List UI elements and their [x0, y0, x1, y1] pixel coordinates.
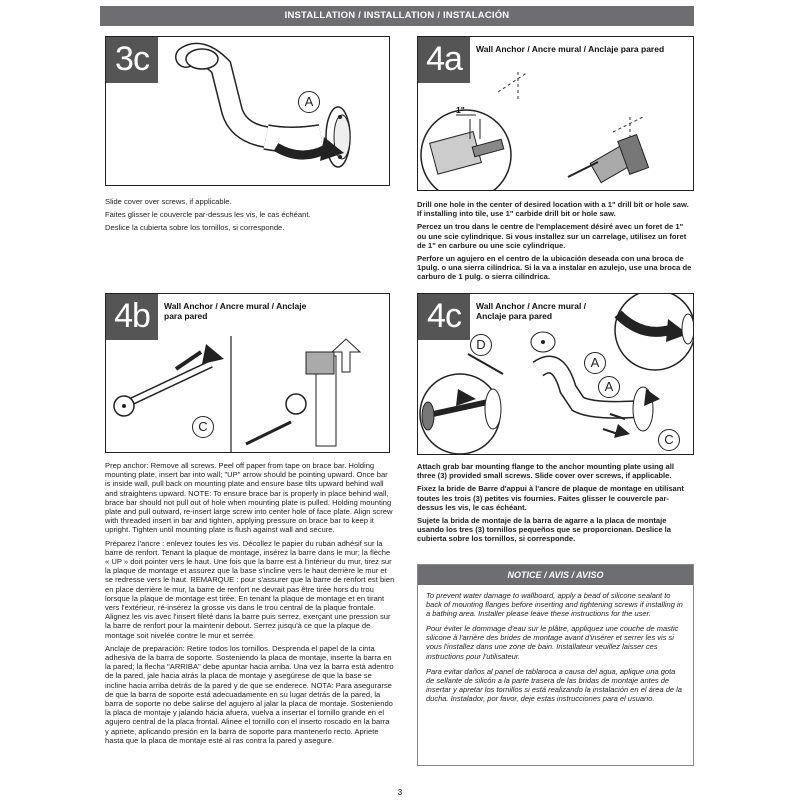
step-4c-text-fr: Fixez la bride de Barre d'appui à l'ancr…	[417, 484, 684, 512]
step-4b-badge: 4b	[106, 294, 158, 340]
step-3c-text-fr: Faites glisser le couvercle par-dessus l…	[105, 210, 311, 220]
notice-title: NOTICE / AVIS / AVISO	[418, 565, 693, 585]
step-4b-text-es: Anclaje de preparación: Retire todos los…	[105, 643, 394, 745]
step-4c-badge: 4c	[418, 294, 470, 340]
step-4a-illustration-panel: 4a Wall Anchor / Ancre mural / Anclaje p…	[417, 36, 694, 191]
notice-body: To prevent water damage to wallboard, ap…	[418, 585, 693, 703]
step-4c-text: Attach grab bar mounting flange to the a…	[417, 462, 694, 548]
drill-illustration	[420, 71, 650, 190]
step-4c-text-en: Attach grab bar mounting flange to the a…	[417, 462, 674, 481]
step-4b-title: Wall Anchor / Ancre mural / Anclaje para…	[164, 301, 307, 321]
step-4a-text: Drill one hole in the center of desired …	[417, 200, 694, 286]
step-4a-text-fr: Percez un trou dans le centre de l'empla…	[417, 222, 687, 250]
label-a: A	[298, 91, 320, 113]
step-4c-illustration-panel: 4c Wall Anchor / Ancre mural / Anclaje p…	[417, 293, 694, 455]
page-number: 3	[397, 788, 403, 797]
notice-text-es: Para evitar daños al panel de tablaroca …	[426, 666, 682, 703]
step-4a-dimension-label: 1"	[456, 105, 465, 115]
section-header: INSTALLATION / INSTALLATION / INSTALACIÓ…	[100, 6, 694, 26]
step-3c-illustration-panel: 3c A	[105, 36, 390, 186]
step-4b-text-en: Prep anchor: Remove all screws. Peel off…	[105, 461, 393, 535]
step-4b-text: Prep anchor: Remove all screws. Peel off…	[105, 461, 395, 749]
step-3c-badge: 3c	[106, 37, 158, 83]
step-4a-title: Wall Anchor / Ancre mural / Anclaje para…	[476, 44, 665, 54]
step-4c-title: Wall Anchor / Ancre mural / Anclaje para…	[476, 301, 587, 321]
flange-attach-illustration	[419, 294, 693, 454]
step-4a-badge: 4a	[418, 37, 470, 83]
notice-text-en: To prevent water damage to wallboard, ap…	[426, 591, 683, 619]
step-4a-text-es: Perfore un agujero en el centro de la ub…	[417, 254, 692, 282]
step-4a-text-en: Drill one hole in the center of desired …	[417, 200, 689, 219]
step-4c-text-es: Sujete la brida de montaje de la barra d…	[417, 516, 672, 544]
grab-bar-cover-illustration	[175, 42, 351, 168]
label-c: C	[192, 416, 214, 438]
anchor-insert-illustration	[113, 336, 362, 452]
step-4b-text-fr: Préparez l'ancre : enlevez toutes les vi…	[105, 538, 395, 640]
notice-box: NOTICE / AVIS / AVISO To prevent water d…	[417, 564, 694, 766]
label-a-upper: A	[584, 352, 606, 374]
step-3c-text-en: Slide cover over screws, if applicable.	[105, 197, 232, 206]
step-4b-illustration-panel: 4b Wall Anchor / Ancre mural / Anclaje p…	[105, 293, 390, 453]
label-c: C	[658, 429, 680, 451]
step-3c-text-es: Deslice la cubierta sobre los tornillos,…	[105, 223, 285, 233]
notice-text-fr: Pour éviter le dommage d'eau sur le plât…	[426, 624, 679, 661]
step-3c-text: Slide cover over screws, if applicable. …	[105, 197, 395, 237]
label-d: D	[470, 334, 492, 356]
label-a-lower: A	[598, 376, 620, 398]
